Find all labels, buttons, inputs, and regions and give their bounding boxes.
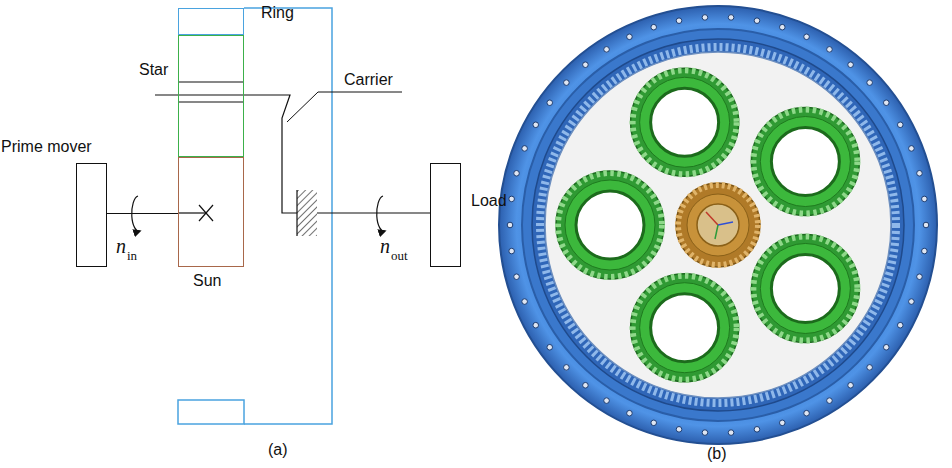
node-label: Load <box>471 191 507 210</box>
node-label: Sun <box>193 271 221 290</box>
part-label: Carrier <box>344 70 393 89</box>
sun-gear: Sun <box>178 157 244 267</box>
node-label: Star <box>139 60 168 79</box>
speed-symbol: n <box>116 234 126 258</box>
speed-subscript: in <box>127 248 137 264</box>
schematic <box>132 8 430 424</box>
speed-symbol: n <box>380 234 390 258</box>
node-label: Prime mover <box>1 137 92 156</box>
panel-label: (a) <box>268 440 288 459</box>
speed-subscript: out <box>391 248 408 264</box>
shaft-line <box>107 213 178 214</box>
ring-block: Ring <box>178 8 244 35</box>
panel-label: (b) <box>707 444 727 463</box>
load-box: Load <box>430 163 461 267</box>
prime-mover-box: Prime mover <box>76 163 107 267</box>
planetary-gear-render <box>499 6 937 444</box>
star-gear: Star <box>178 35 244 157</box>
node-label: Ring <box>261 3 294 22</box>
